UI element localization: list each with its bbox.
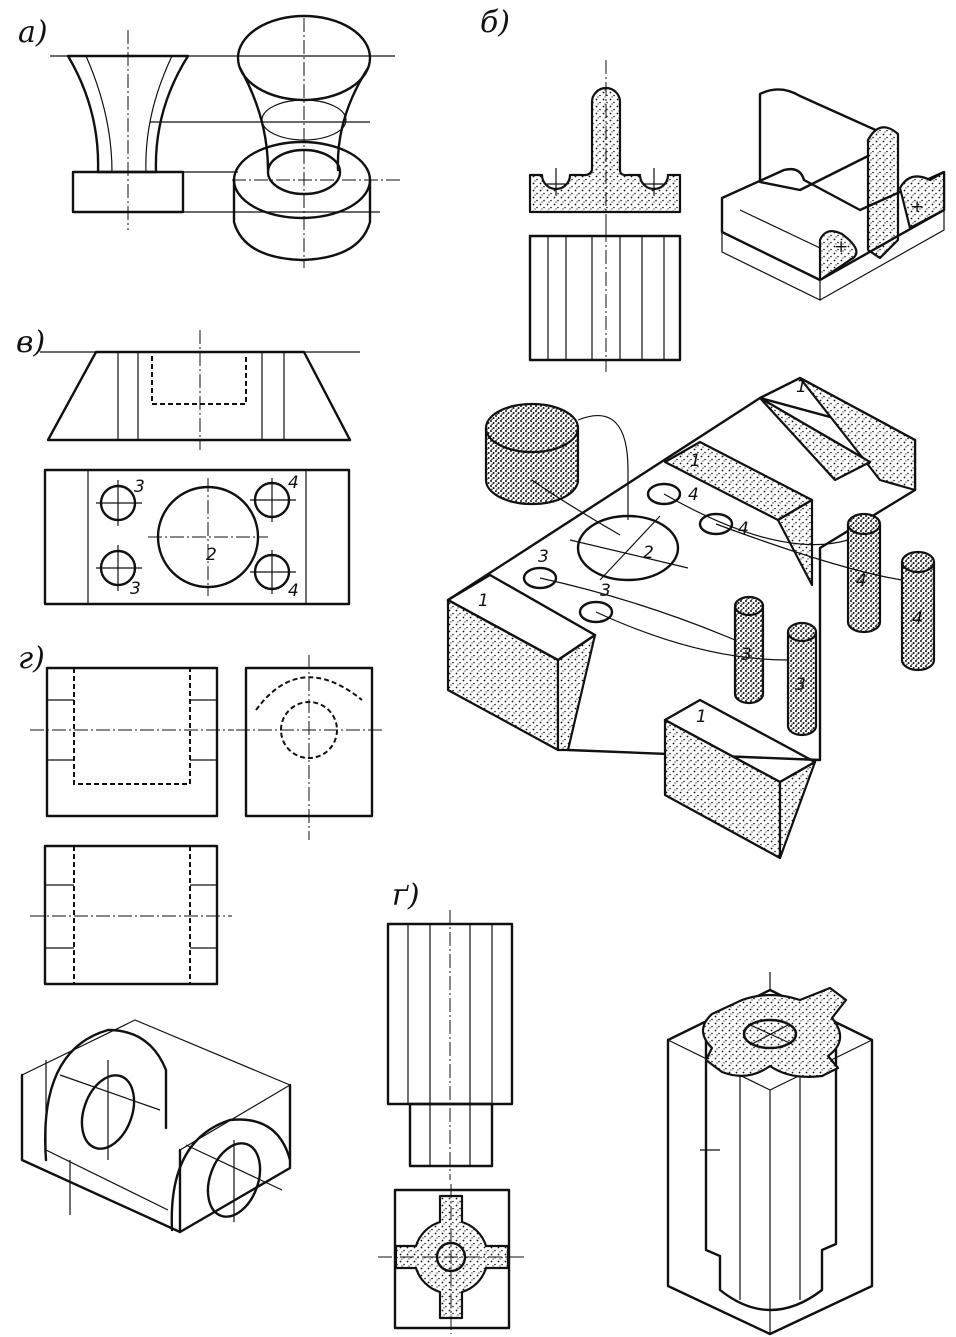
exploded-block: 1 1 1 2 3 3 4 4 3 3 4 4 bbox=[446, 376, 936, 860]
svg-text:3: 3 bbox=[795, 675, 806, 695]
svg-text:3: 3 bbox=[130, 579, 141, 599]
block-front-view bbox=[45, 666, 219, 818]
wedge-1-top bbox=[446, 573, 597, 662]
svg-text:1: 1 bbox=[796, 377, 807, 397]
panel-v: в) 2 3 3 4 4 bbox=[16, 325, 360, 606]
profile-top-view bbox=[528, 234, 682, 362]
svg-text:4: 4 bbox=[738, 519, 749, 539]
trapezoid-front-view bbox=[46, 350, 352, 442]
panel-g-label: г) bbox=[18, 641, 45, 676]
wedge-1-top-right bbox=[798, 376, 917, 492]
plate-top-view bbox=[43, 468, 351, 606]
svg-text:3: 3 bbox=[600, 581, 611, 601]
svg-text:3: 3 bbox=[538, 547, 549, 567]
profile-iso-fin-edge bbox=[866, 126, 900, 260]
cylinder-4-a bbox=[846, 522, 882, 634]
block-iso-right-lug bbox=[170, 1118, 292, 1232]
profile-iso-fin bbox=[758, 88, 882, 192]
panel-v-label: в) bbox=[16, 325, 45, 360]
cylinder-3-a bbox=[733, 604, 765, 705]
wedge-1-middle bbox=[663, 440, 814, 522]
panel-g: г) bbox=[18, 641, 382, 1234]
wedge-1-left-face bbox=[446, 598, 560, 752]
svg-text:3: 3 bbox=[134, 477, 145, 497]
svg-text:4: 4 bbox=[688, 485, 699, 505]
profile-section-front-view bbox=[528, 86, 682, 214]
block-iso-outline bbox=[20, 1073, 292, 1234]
block-top-view bbox=[43, 844, 219, 986]
hole-2 bbox=[576, 514, 680, 582]
svg-text:4: 4 bbox=[856, 571, 867, 591]
panel-a: а) bbox=[18, 14, 400, 268]
svg-text:+: + bbox=[834, 237, 848, 257]
panel-d-label: ґ) bbox=[392, 878, 420, 913]
svg-text:4: 4 bbox=[288, 473, 299, 493]
svg-text:4: 4 bbox=[288, 581, 299, 601]
cylinder-4-b bbox=[900, 560, 936, 672]
svg-text:1: 1 bbox=[690, 451, 701, 471]
base-ring-side bbox=[232, 178, 372, 262]
svg-text:3: 3 bbox=[741, 645, 752, 665]
svg-text:+: + bbox=[910, 197, 924, 217]
column-base-front-view bbox=[408, 1102, 494, 1168]
svg-text:2: 2 bbox=[643, 543, 654, 563]
svg-text:2: 2 bbox=[206, 545, 217, 565]
svg-text:1: 1 bbox=[478, 591, 489, 611]
panel-a-label: а) bbox=[18, 15, 48, 50]
panel-b: б) + + bbox=[480, 5, 946, 372]
panel-d: ґ) bbox=[378, 878, 874, 1336]
svg-text:1: 1 bbox=[696, 707, 707, 727]
cylinder-3-b bbox=[786, 630, 818, 737]
wedge-1-bottom bbox=[663, 718, 782, 860]
block-iso-left-lug bbox=[44, 1028, 168, 1162]
svg-text:4: 4 bbox=[912, 609, 923, 629]
panel-b-label: б) bbox=[480, 5, 510, 40]
